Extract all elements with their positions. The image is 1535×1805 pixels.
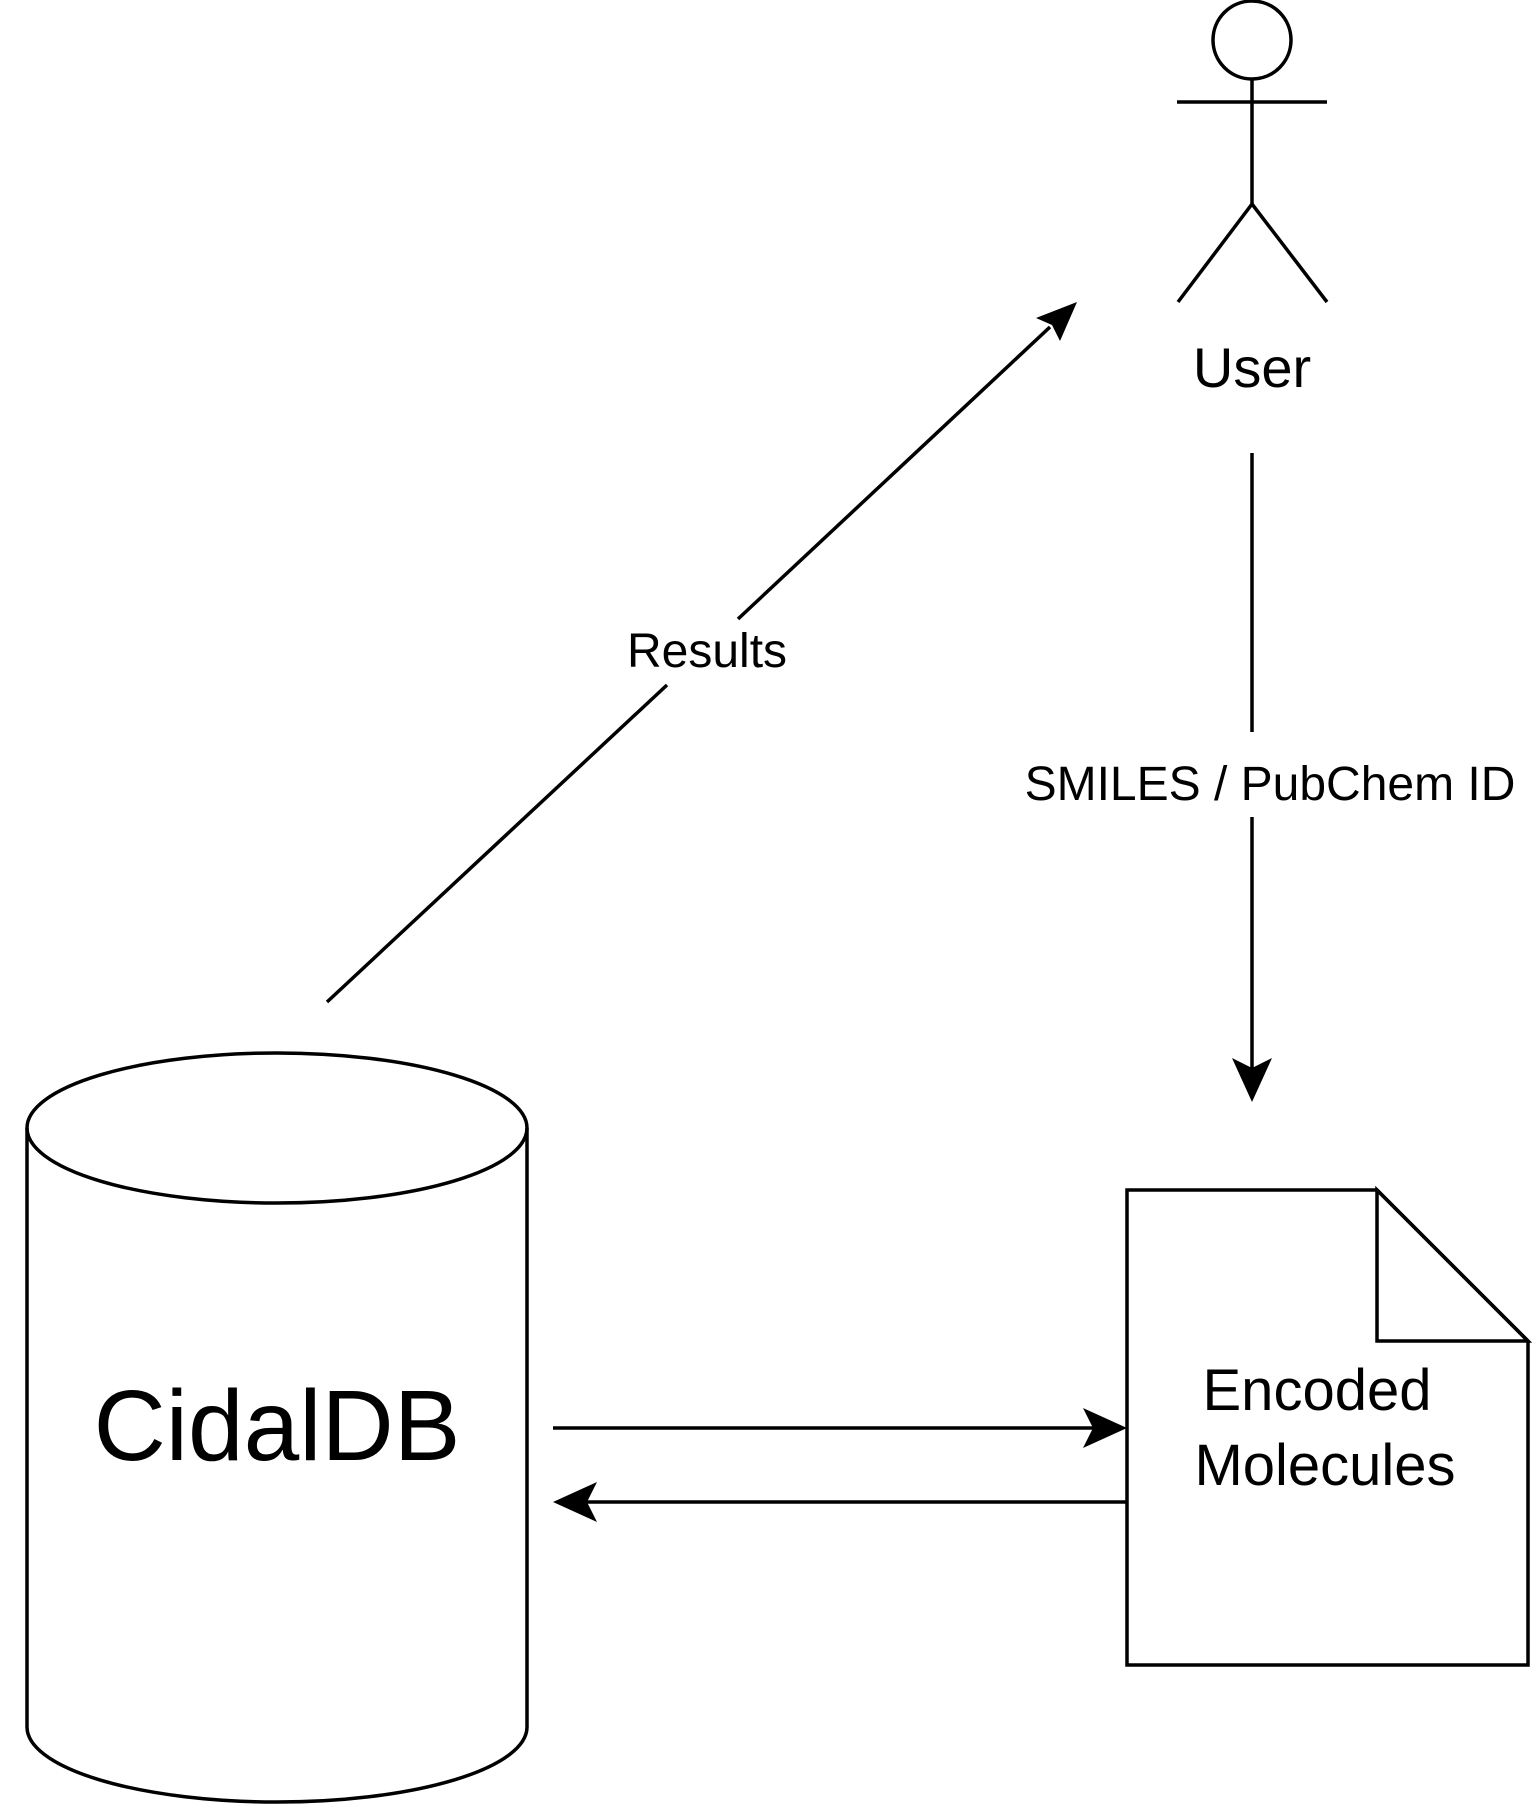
lookup-arrowhead xyxy=(553,1482,597,1522)
document-fold xyxy=(1375,1185,1533,1343)
encode-edge[interactable] xyxy=(553,1408,1127,1448)
database-cylinder[interactable]: CidalDB xyxy=(25,1051,529,1804)
results-edge[interactable]: Results xyxy=(325,302,1077,1004)
document-shape[interactable]: Encoded Molecules xyxy=(1125,1185,1533,1667)
query-arrowhead xyxy=(1232,1058,1272,1102)
document-body xyxy=(1125,1188,1530,1667)
cylinder-body xyxy=(25,1128,529,1804)
encode-arrowhead xyxy=(1083,1408,1127,1448)
results-edge-line-lower xyxy=(325,683,669,1004)
user-label: User xyxy=(1193,336,1311,399)
query-edge[interactable]: SMILES / PubChem ID xyxy=(1025,453,1516,1102)
query-edge-label: SMILES / PubChem ID xyxy=(1025,758,1516,811)
actor-left-leg xyxy=(1176,202,1254,304)
results-arrowhead xyxy=(1036,302,1077,341)
document-label-line2: Molecules xyxy=(1194,1433,1455,1498)
actor-head xyxy=(1211,0,1293,81)
results-edge-line-upper xyxy=(736,325,1052,621)
document-label-line1: Encoded xyxy=(1203,1358,1432,1423)
results-edge-label: Results xyxy=(627,625,787,678)
user-actor[interactable]: User xyxy=(1176,0,1329,399)
actor-right-leg xyxy=(1250,202,1329,304)
cylinder-top xyxy=(25,1051,529,1205)
lookup-edge[interactable] xyxy=(553,1482,1127,1522)
database-label: CidalDB xyxy=(94,1370,461,1482)
